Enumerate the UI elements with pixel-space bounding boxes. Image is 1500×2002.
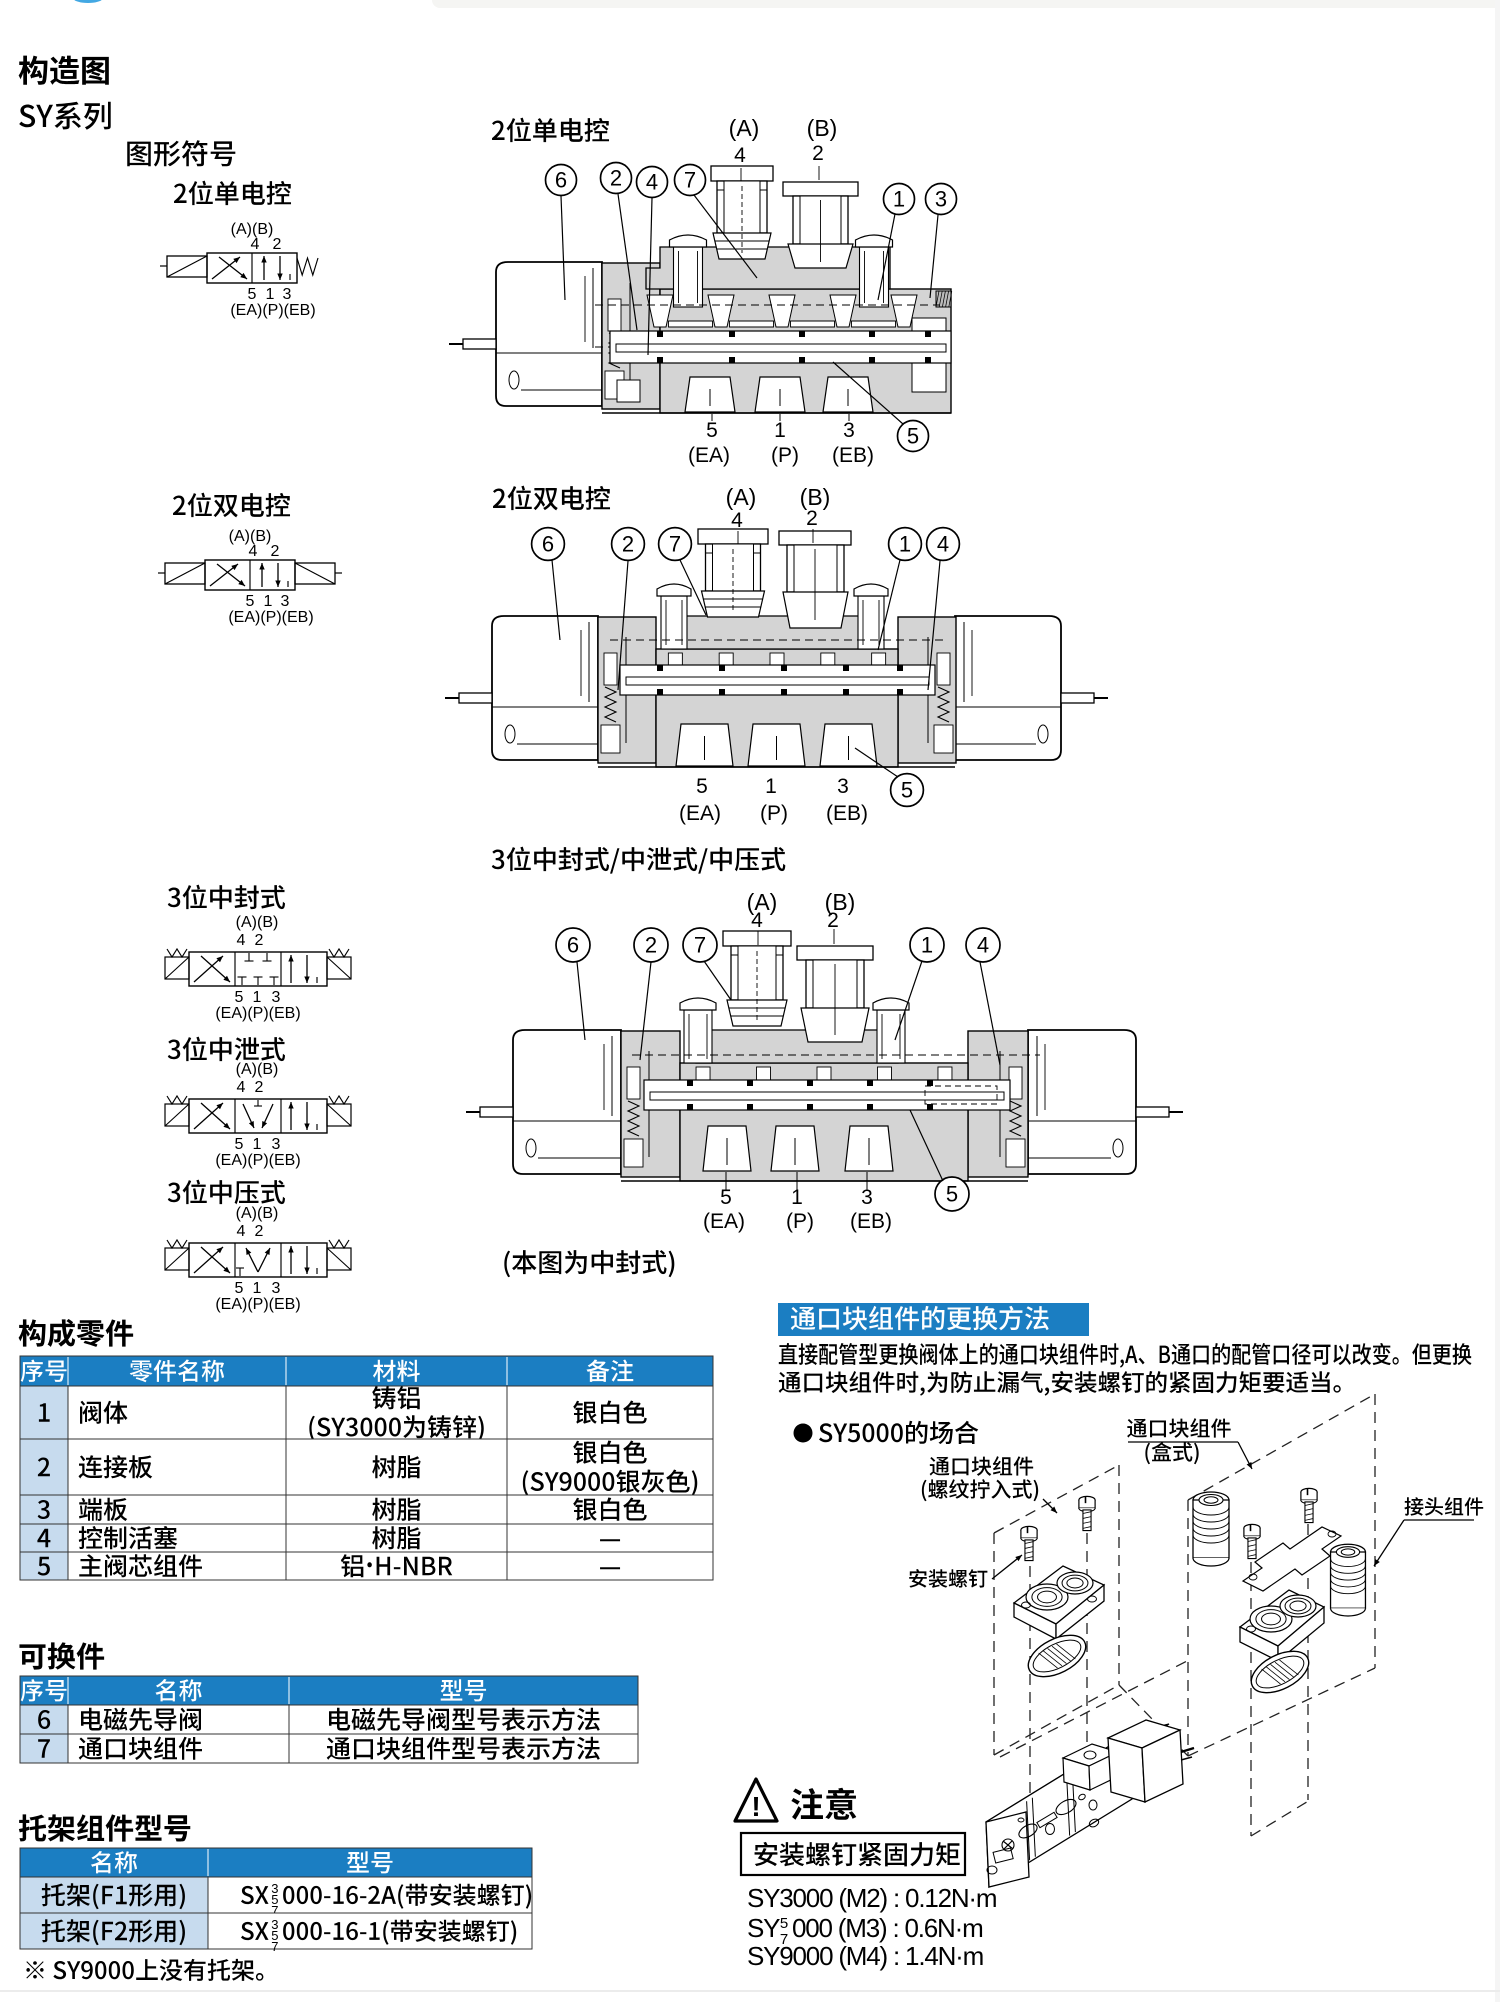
svg-text:1: 1 bbox=[765, 775, 777, 798]
svg-text:4: 4 bbox=[731, 509, 743, 532]
svg-text:5: 5 bbox=[248, 286, 257, 303]
svg-text:(EB): (EB) bbox=[832, 444, 874, 467]
svg-text:SY: SY bbox=[747, 1913, 780, 1943]
svg-text:2: 2 bbox=[812, 142, 824, 165]
svg-text:6: 6 bbox=[555, 168, 567, 193]
svg-text:2: 2 bbox=[610, 166, 622, 191]
svg-text:(P): (P) bbox=[760, 802, 788, 825]
svg-text:4: 4 bbox=[237, 932, 246, 949]
svg-text:(P): (P) bbox=[771, 444, 799, 467]
svg-text:5: 5 bbox=[706, 419, 718, 442]
svg-text:(A): (A) bbox=[726, 484, 757, 510]
svg-text:SY9000 (M4) : 1.4N·m: SY9000 (M4) : 1.4N·m bbox=[747, 1941, 983, 1971]
svg-text:3: 3 bbox=[271, 1917, 278, 1932]
svg-text:(A): (A) bbox=[747, 889, 778, 915]
svg-text:5: 5 bbox=[780, 1915, 788, 1932]
svg-text:(EB): (EB) bbox=[850, 1210, 892, 1233]
svg-text:5: 5 bbox=[235, 1136, 244, 1153]
svg-text:1: 1 bbox=[899, 532, 911, 557]
svg-text:5: 5 bbox=[720, 1186, 732, 1209]
svg-text:2: 2 bbox=[645, 933, 657, 958]
svg-text:3: 3 bbox=[271, 1881, 278, 1896]
svg-text:4: 4 bbox=[251, 236, 260, 253]
svg-text:SY3000 (M2) : 0.12N·m: SY3000 (M2) : 0.12N·m bbox=[747, 1883, 996, 1913]
svg-text:1: 1 bbox=[253, 1136, 262, 1153]
svg-text:(EB): (EB) bbox=[826, 802, 868, 825]
svg-text:(EA): (EA) bbox=[679, 802, 721, 825]
svg-text:1: 1 bbox=[893, 187, 905, 212]
svg-text:(EA): (EA) bbox=[688, 444, 730, 467]
svg-text:(EA)(P)(EB): (EA)(P)(EB) bbox=[215, 1152, 300, 1169]
svg-text:5: 5 bbox=[271, 1928, 278, 1943]
svg-text:4: 4 bbox=[237, 1079, 246, 1096]
svg-text:1: 1 bbox=[266, 286, 275, 303]
svg-text:7: 7 bbox=[780, 1931, 788, 1948]
svg-text:7: 7 bbox=[694, 933, 706, 958]
svg-text:2: 2 bbox=[806, 507, 818, 530]
svg-text:2: 2 bbox=[271, 543, 280, 560]
svg-text:(A)(B): (A)(B) bbox=[236, 1061, 279, 1078]
svg-text:(B): (B) bbox=[807, 115, 838, 141]
svg-text:7: 7 bbox=[271, 1939, 278, 1954]
svg-text:(EA): (EA) bbox=[703, 1210, 745, 1233]
svg-text:(EA)(P)(EB): (EA)(P)(EB) bbox=[228, 609, 313, 626]
svg-text:1: 1 bbox=[253, 989, 262, 1006]
svg-text:2: 2 bbox=[255, 932, 264, 949]
svg-text:1: 1 bbox=[921, 933, 933, 958]
svg-text:1: 1 bbox=[791, 1186, 803, 1209]
svg-text:3: 3 bbox=[272, 989, 281, 1006]
svg-text:4: 4 bbox=[734, 144, 746, 167]
svg-text:3: 3 bbox=[283, 286, 292, 303]
svg-text:(A)(B): (A)(B) bbox=[236, 914, 279, 931]
svg-text:(EA)(P)(EB): (EA)(P)(EB) bbox=[215, 1005, 300, 1022]
svg-text:5: 5 bbox=[246, 593, 255, 610]
svg-text:(A)(B): (A)(B) bbox=[236, 1205, 279, 1222]
svg-text:1: 1 bbox=[264, 593, 273, 610]
svg-text:7: 7 bbox=[684, 168, 696, 193]
svg-text:(B): (B) bbox=[825, 889, 856, 915]
svg-text:7: 7 bbox=[271, 1903, 278, 1918]
svg-text:(A)(B): (A)(B) bbox=[229, 528, 272, 545]
svg-text:(B): (B) bbox=[800, 484, 831, 510]
svg-text:3: 3 bbox=[837, 775, 849, 798]
svg-text:3: 3 bbox=[281, 593, 290, 610]
svg-text:3: 3 bbox=[935, 187, 947, 212]
svg-text:(EA)(P)(EB): (EA)(P)(EB) bbox=[230, 302, 315, 319]
svg-text:2: 2 bbox=[827, 909, 839, 932]
svg-text:2: 2 bbox=[273, 236, 282, 253]
svg-text:(A): (A) bbox=[729, 115, 760, 141]
svg-text:2: 2 bbox=[622, 532, 634, 557]
svg-text:4: 4 bbox=[237, 1223, 246, 1240]
svg-text:000 (M3) : 0.6N·m: 000 (M3) : 0.6N·m bbox=[792, 1913, 983, 1943]
svg-text:5: 5 bbox=[235, 989, 244, 1006]
svg-text:3: 3 bbox=[861, 1186, 873, 1209]
svg-text:5: 5 bbox=[235, 1280, 244, 1297]
svg-text:6: 6 bbox=[542, 532, 554, 557]
svg-text:(EA)(P)(EB): (EA)(P)(EB) bbox=[215, 1296, 300, 1313]
svg-text:4: 4 bbox=[977, 933, 989, 958]
svg-text:5: 5 bbox=[946, 1182, 958, 1207]
svg-text:5: 5 bbox=[696, 775, 708, 798]
svg-text:1: 1 bbox=[253, 1280, 262, 1297]
svg-text:3: 3 bbox=[272, 1280, 281, 1297]
svg-text:4: 4 bbox=[937, 532, 949, 557]
svg-text:2: 2 bbox=[255, 1223, 264, 1240]
svg-text:7: 7 bbox=[669, 532, 681, 557]
svg-text:4: 4 bbox=[751, 909, 763, 932]
svg-text:3: 3 bbox=[843, 419, 855, 442]
svg-text:5: 5 bbox=[901, 778, 913, 803]
svg-text:2: 2 bbox=[255, 1079, 264, 1096]
svg-text:!: ! bbox=[751, 1791, 760, 1822]
svg-text:6: 6 bbox=[567, 933, 579, 958]
svg-text:5: 5 bbox=[907, 424, 919, 449]
svg-text:5: 5 bbox=[271, 1892, 278, 1907]
svg-text:4: 4 bbox=[646, 170, 658, 195]
svg-text:1: 1 bbox=[774, 419, 786, 442]
svg-text:3: 3 bbox=[272, 1136, 281, 1153]
svg-text:(A)(B): (A)(B) bbox=[231, 221, 274, 238]
svg-text:4: 4 bbox=[249, 543, 258, 560]
svg-text:(P): (P) bbox=[786, 1210, 814, 1233]
